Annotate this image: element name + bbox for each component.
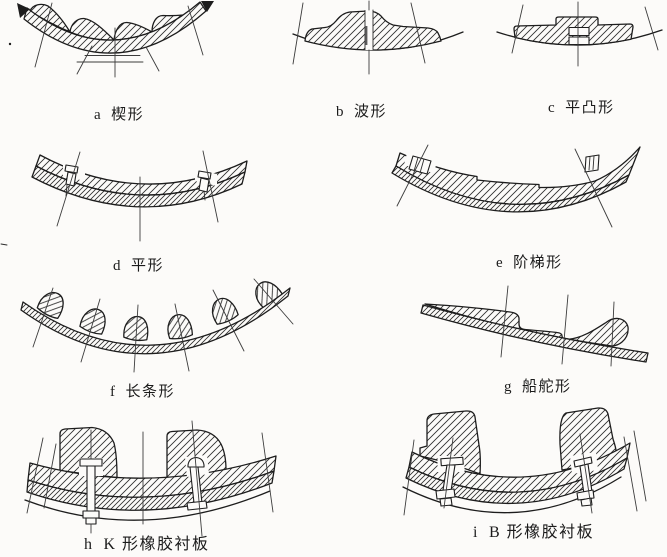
rotation-arrow-left <box>17 3 30 18</box>
bolt-head <box>64 164 79 174</box>
bolt-shank <box>198 177 210 193</box>
bolt-axis-line <box>443 437 454 509</box>
radial-line <box>43 443 57 509</box>
radial-line <box>212 289 245 352</box>
radial-line <box>26 437 44 514</box>
shell-layer <box>391 165 630 213</box>
joint-line <box>65 184 68 197</box>
radial-line <box>80 298 101 363</box>
radial-line <box>396 144 429 207</box>
bolt-section <box>568 36 590 46</box>
scan-speck <box>8 42 12 46</box>
radial-line <box>187 5 204 56</box>
scan-speck <box>0 243 8 246</box>
radial-line <box>34 2 53 68</box>
strip-lobe <box>36 291 64 320</box>
radial-line <box>633 430 647 502</box>
radial-line <box>133 304 139 373</box>
bolt-shank <box>86 465 96 512</box>
bolt-head <box>573 456 593 468</box>
radial-line <box>610 301 615 367</box>
radial-line <box>32 287 54 348</box>
inner-shell-line <box>24 490 271 521</box>
stepped-liner <box>395 146 641 206</box>
liner-joint-gap <box>365 10 373 50</box>
liner-joint-line <box>364 9 374 51</box>
inner-shell-line <box>402 476 622 514</box>
radial-line <box>292 2 304 65</box>
mill-shell-band <box>23 1 207 54</box>
bolt-axis-line <box>579 433 593 514</box>
radial-line <box>174 303 190 372</box>
rotation-arrow-right <box>201 1 214 12</box>
radial-line <box>511 4 524 54</box>
bolt-axis-line <box>191 420 203 537</box>
bolt-nut <box>82 510 100 519</box>
mill-shell-band <box>420 304 649 363</box>
radial-line <box>202 150 219 223</box>
radial-line <box>644 6 659 51</box>
bolt-shank <box>65 171 77 187</box>
radial-line <box>253 278 294 325</box>
bolt-nut <box>85 517 97 525</box>
radial-line <box>574 148 613 228</box>
bolt-hatch <box>413 157 425 174</box>
bolt-section <box>568 26 590 37</box>
shell-layer <box>31 165 246 208</box>
bolt-hatch <box>588 155 595 171</box>
radial-line <box>145 46 160 72</box>
joint-line <box>203 190 206 201</box>
bolt-nut <box>439 497 453 507</box>
radial-line <box>76 45 93 75</box>
radial-line <box>500 285 509 358</box>
base-line <box>76 55 144 63</box>
radial-line <box>56 151 81 227</box>
radial-line <box>410 2 426 64</box>
radial-line <box>261 432 274 513</box>
radial-line <box>403 439 415 516</box>
bolt-end <box>584 154 600 173</box>
strip-lobe <box>167 314 194 340</box>
radial-line <box>561 294 569 365</box>
bolt-head <box>79 458 103 467</box>
bolt-nut <box>580 497 593 507</box>
bolt-nut <box>186 500 208 511</box>
radial-line <box>623 436 638 512</box>
shell-layer <box>405 457 628 504</box>
